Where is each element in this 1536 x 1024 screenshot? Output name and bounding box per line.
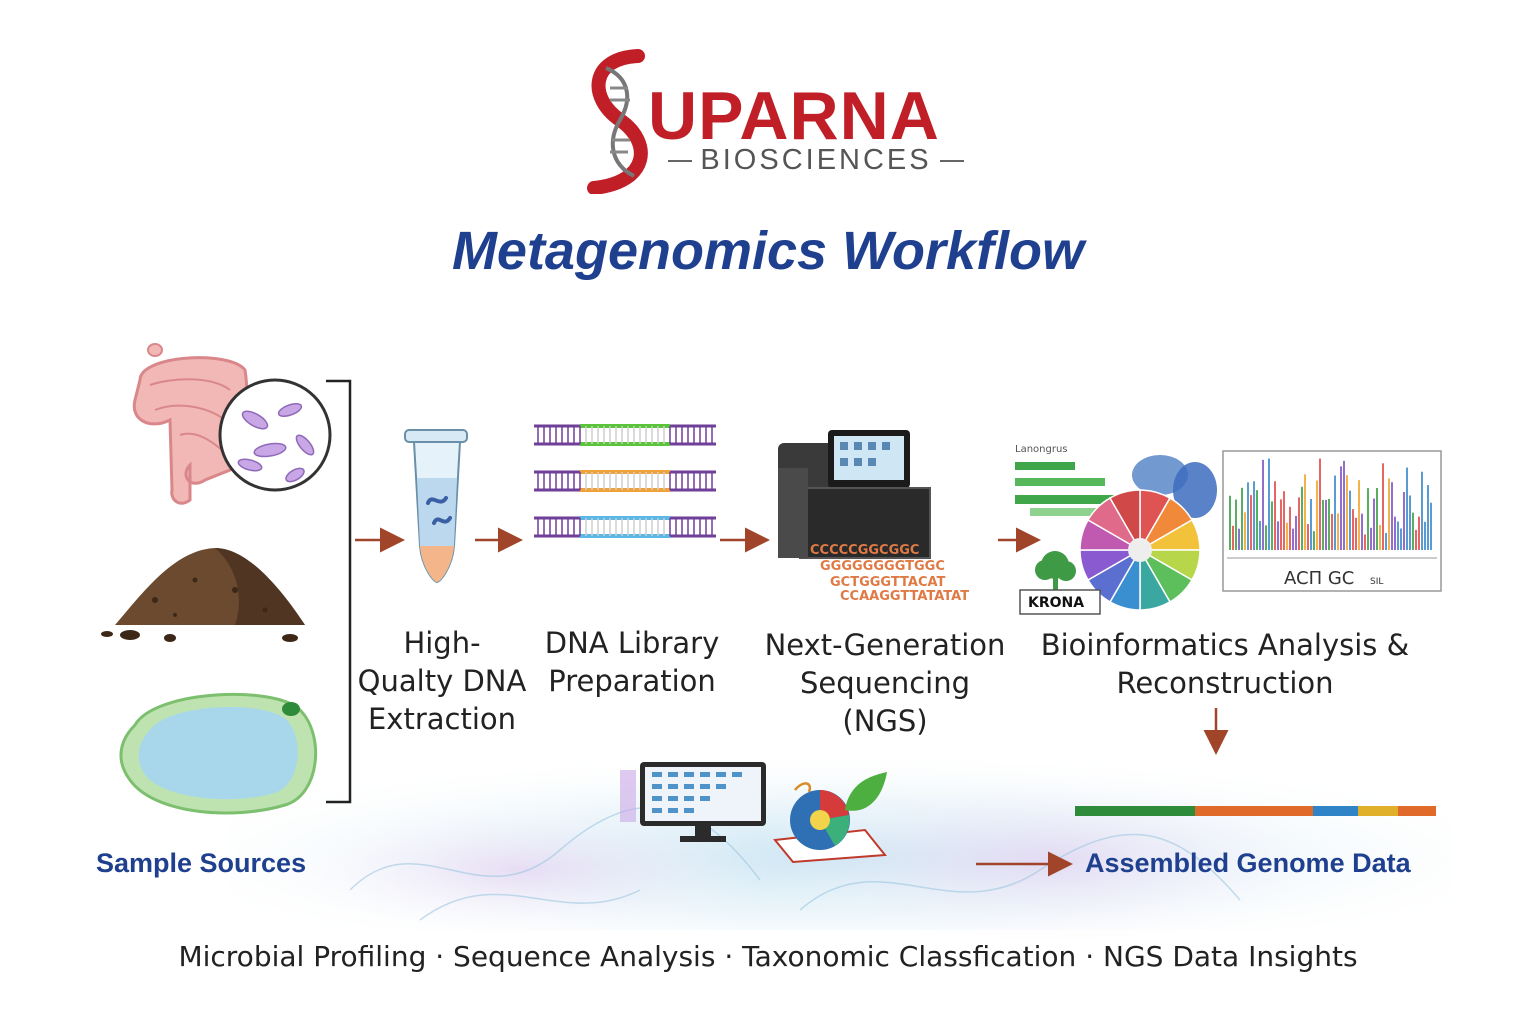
svg-text:Lanongrus: Lanongrus xyxy=(1015,444,1068,455)
page-title: Metagenomics Workflow xyxy=(451,221,1085,281)
test-tube-icon xyxy=(404,429,468,584)
logo-wordmark: UPARNA xyxy=(648,78,940,154)
svg-text:GGGGGGGGTGGC: GGGGGGGGTGGC xyxy=(820,559,945,574)
krona-label: KRONA xyxy=(1028,595,1084,611)
sources-bracket xyxy=(326,379,352,804)
svg-text:SIL: SIL xyxy=(1370,577,1383,587)
label-library-prep: DNA Library Preparation xyxy=(544,626,720,698)
sequence-letters: CCCCCGGCGGC GGGGGGGGTGGC GCTGGGTTACAT CC… xyxy=(810,543,969,603)
dna-ladder-icon xyxy=(534,424,716,538)
label-dna-extraction: High- Qualty DNA Extraction xyxy=(357,626,527,736)
sample-sources-label: Sample Sources xyxy=(96,848,307,878)
pie-leaf-icon xyxy=(773,772,887,864)
logo-rule-right xyxy=(939,159,964,162)
svg-text:CCAAGGTTATATAT: CCAAGGTTATATAT xyxy=(840,589,969,603)
svg-text:ACΠ GC: ACΠ GC xyxy=(1284,568,1354,589)
genome-color-bar xyxy=(1075,806,1436,816)
chromatogram-icon: ACΠ GC SIL xyxy=(1222,450,1442,592)
label-ngs: Next-Generation Sequencing (NGS) xyxy=(764,628,1006,738)
tagline: Microbial Profiling · Sequence Analysis … xyxy=(178,940,1358,973)
logo-dna-mark-icon xyxy=(587,49,648,194)
krona-slice xyxy=(1108,489,1141,553)
logo-subtitle: BIOSCIENCES xyxy=(668,146,964,175)
soil-pile-icon xyxy=(101,548,305,642)
svg-text:CCCCCGGCGGC: CCCCCGGCGGC xyxy=(810,543,919,558)
svg-text:GCTGGGTTACAT: GCTGGGTTACAT xyxy=(830,575,946,590)
pond-icon xyxy=(119,692,318,815)
krona-chart-icon: Lanongrus KRONA xyxy=(1015,444,1217,615)
assembled-genome-label: Assembled Genome Data xyxy=(1085,848,1411,878)
logo-subtitle-text: BIOSCIENCES xyxy=(700,144,932,176)
colon-microbes-icon xyxy=(132,343,332,505)
label-bioinformatics: Bioinformatics Analysis & Reconstruction xyxy=(1040,628,1410,700)
sequencer-icon: CCCCCGGCGGC GGGGGGGGTGGC GCTGGGTTACAT CC… xyxy=(778,430,969,603)
logo-rule-left xyxy=(668,159,693,162)
computer-icon xyxy=(620,762,766,842)
